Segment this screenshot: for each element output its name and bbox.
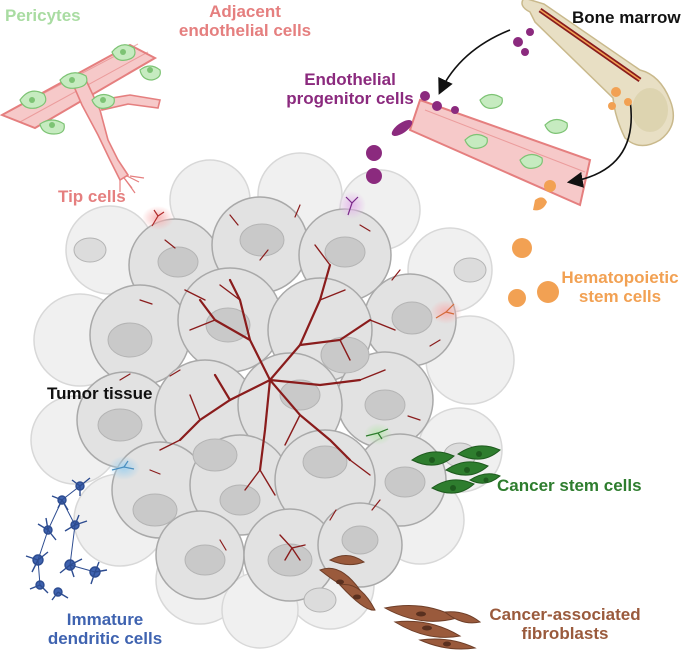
label-tumor-tissue: Tumor tissue — [47, 384, 153, 403]
label-adjacent-line2: endothelial cells — [178, 21, 312, 40]
label-endothelial-progenitor-cells: Endothelial progenitor cells — [270, 70, 430, 108]
label-adjacent-endothelial-cells: Adjacent endothelial cells — [150, 2, 340, 40]
label-immature-dendritic-cells: Immature dendritic cells — [30, 610, 180, 648]
stem-cell-icon — [508, 87, 632, 307]
label-epc-line2: progenitor cells — [286, 89, 414, 108]
tumor-vessel-network — [119, 204, 441, 551]
dendritic-cell-icon — [25, 477, 108, 601]
label-epc-line1: Endothelial — [304, 70, 396, 89]
label-cancer-stem-cells: Cancer stem cells — [497, 476, 642, 495]
blood-vessel-icon — [0, 43, 161, 194]
vessel-right — [408, 91, 592, 211]
label-caf-line1: Cancer-associated — [489, 605, 641, 624]
endothelial-progenitor-cells — [366, 28, 534, 184]
label-bone-marrow: Bone marrow — [572, 8, 681, 27]
label-cancer-associated-fibroblasts: Cancer-associated fibroblasts — [470, 605, 660, 643]
label-adjacent-line1: Adjacent — [209, 2, 281, 21]
tumor-mass-icon — [30, 152, 515, 649]
bone-icon — [521, 0, 675, 147]
cancer-stem-cells — [411, 445, 501, 494]
label-hematopoietic-stem-cells: Hematopoietic stem cells — [540, 268, 700, 306]
label-idc-line2: dendritic cells — [47, 629, 163, 648]
label-pericytes: Pericytes — [5, 6, 81, 25]
label-hsc-line2: stem cells — [578, 287, 662, 306]
label-caf-line2: fibroblasts — [521, 624, 609, 643]
label-idc-line1: Immature — [66, 610, 144, 629]
label-hsc-line1: Hematopoietic — [561, 268, 679, 287]
label-tip-cells: Tip cells — [58, 187, 126, 206]
